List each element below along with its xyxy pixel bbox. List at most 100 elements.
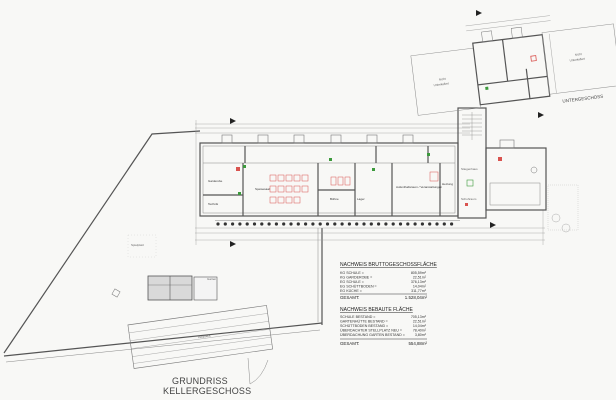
table-row-value: 14,04m² xyxy=(413,324,427,328)
planter-dot xyxy=(260,222,264,226)
planter-dot xyxy=(333,222,337,226)
planter-dot xyxy=(223,222,227,226)
planter-dot xyxy=(216,222,220,226)
table-row-value: 22,51m² xyxy=(413,320,427,324)
planter-dot xyxy=(369,222,373,226)
planter-dot xyxy=(274,222,278,226)
dimension-lines xyxy=(195,10,545,247)
room-label: Bühne xyxy=(330,197,339,201)
garden-sheds: Garten xyxy=(147,275,218,301)
seating-layout xyxy=(269,171,439,204)
room-label: Lager xyxy=(357,197,365,201)
section-marker-icon xyxy=(538,112,544,118)
planter-dot xyxy=(340,222,344,226)
planter-dot xyxy=(420,222,424,226)
table-row-value: 78,40m² xyxy=(413,329,427,333)
planter-dot xyxy=(442,222,446,226)
table-row-label: KG GARDEROBE = xyxy=(340,276,372,280)
playground-pad: Spielplatz xyxy=(127,234,157,258)
site-boundary xyxy=(3,130,323,363)
planter-dot xyxy=(406,222,410,226)
gate-swing xyxy=(247,357,269,385)
planter-dot xyxy=(428,222,432,226)
table-row-value: 22,51m² xyxy=(413,276,427,280)
planter-dot xyxy=(267,222,271,226)
outdoor-label: Garten xyxy=(207,277,217,281)
table-row-value: 705,13m² xyxy=(411,315,427,319)
room-label: Aufenthaltsraum / Veranstaltungen xyxy=(396,185,442,189)
built-area-table: NACHWEIS BEBAUTE FLÄCHE SCHULE BESTAND =… xyxy=(340,306,428,346)
section-marker-icon xyxy=(230,241,236,247)
drawing-subtitle: KELLERGESCHOSS xyxy=(163,386,251,396)
planter-dot xyxy=(304,222,308,226)
gross-floor-area-table: NACHWEIS BRUTTOGESCHOSSFLÄCHE KG SCHULE … xyxy=(340,261,438,300)
table-row-label: ÜBERDACHUNG GARTEN BESTAND = xyxy=(340,333,405,337)
fixture-markers xyxy=(236,153,502,206)
annex-left-label: Unterkellert xyxy=(433,81,449,87)
drawing-title: GRUNDRISS xyxy=(172,376,228,386)
section-marker-icon xyxy=(230,118,236,124)
annex-left-label: Nicht xyxy=(439,77,446,82)
table-row-label: EG SCHULE = xyxy=(340,280,364,284)
upper-level-label: UNTERGESCHOSS xyxy=(562,94,603,104)
table-row-value: 311,77m² xyxy=(411,289,427,293)
table-row-value: 805,59m² xyxy=(411,271,427,275)
planter-dot xyxy=(311,222,315,226)
table-row-label: KG SCHULE = xyxy=(340,271,364,275)
planter-dot xyxy=(252,222,257,226)
stair-tower: Stiegenhaus Schuhraum xyxy=(457,107,487,219)
planter-dot xyxy=(377,222,381,226)
planter-dot xyxy=(435,222,439,226)
table-total-label: GESAMT: xyxy=(340,295,359,300)
table-heading: NACHWEIS BRUTTOGESCHOSSFLÄCHE xyxy=(340,261,438,268)
table-row-label: GARTENHÜTTE BESTAND = xyxy=(340,320,388,324)
planter-dot xyxy=(231,222,235,226)
table-row-label: EG SCHÜTTBODEN = xyxy=(340,285,377,289)
planter-dot xyxy=(384,222,388,226)
table-heading: NACHWEIS BEBAUTE FLÄCHE xyxy=(340,306,413,313)
table-total-label: GESAMT: xyxy=(340,341,359,346)
table-row-label: ÜBERDACHTER STELLPLATZ NEU = xyxy=(340,329,402,333)
garden-area xyxy=(547,184,579,233)
room-label: Speisesaal xyxy=(255,187,270,191)
planter-dot xyxy=(238,222,242,226)
annex-right-unexcavated xyxy=(541,23,616,95)
planter-dot xyxy=(413,222,417,226)
table-total-value: 554,88m² xyxy=(408,341,427,346)
planter-dot xyxy=(398,222,403,226)
room-label: Schuhraum xyxy=(461,197,477,201)
planter-dot xyxy=(296,222,300,226)
planter-dot xyxy=(318,222,322,226)
room-label: Technik xyxy=(208,202,219,206)
annex-building: Nicht Unterkellert Nicht Unterkellert UN… xyxy=(410,15,616,116)
right-wing xyxy=(485,139,547,211)
planter-dot xyxy=(245,222,249,226)
planter-dot xyxy=(282,222,286,226)
planter-dot xyxy=(347,222,351,226)
planter-row xyxy=(216,222,454,226)
room-label: Garderobe xyxy=(208,179,223,183)
planter-dot xyxy=(450,222,454,226)
annex-right-label: Unterkellert xyxy=(569,57,585,63)
bench-icon xyxy=(111,288,121,298)
outdoor-label: Spielplatz xyxy=(131,243,145,247)
annex-right-label: Nicht xyxy=(575,52,582,57)
outdoor-label: Holzdeck xyxy=(198,333,211,339)
table-row-label: SCHÜTTBODEN BESTAND = xyxy=(340,324,388,328)
planter-dot xyxy=(391,222,395,226)
table-row-value: 3,80m² xyxy=(415,333,427,337)
planter-dot xyxy=(355,222,359,226)
room-label: Heizung xyxy=(442,182,453,186)
planter-strip xyxy=(215,220,460,221)
section-marker-icon xyxy=(476,10,482,16)
table-row-label: SCHULE BESTAND = xyxy=(340,315,375,319)
planter-dot xyxy=(325,222,330,226)
table-row-label: EG KÜCHE = xyxy=(340,289,362,293)
planter-dot xyxy=(289,222,293,226)
table-total-value: 1.528,04m² xyxy=(405,295,428,300)
main-building: Speisesaal Aufenthaltsraum / Veranstaltu… xyxy=(199,134,502,226)
room-label: Stiegenhaus xyxy=(461,167,478,171)
planter-dot xyxy=(362,222,366,226)
